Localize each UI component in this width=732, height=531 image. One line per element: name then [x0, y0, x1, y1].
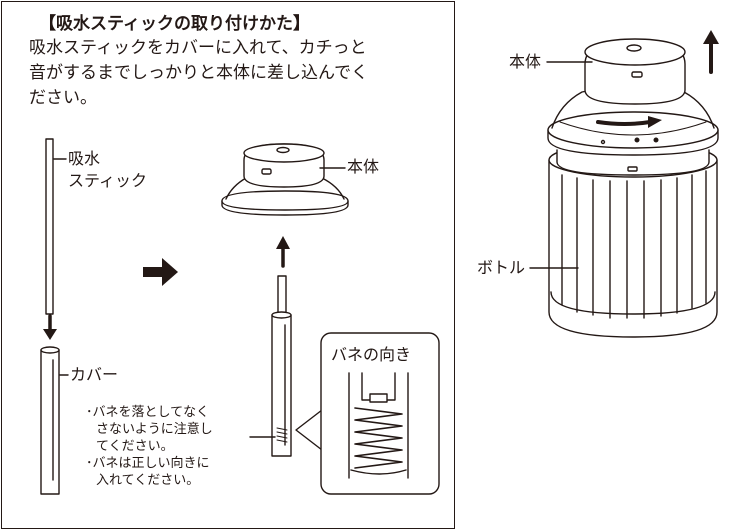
down-arrow-icon	[43, 314, 57, 340]
water-stick-illustration	[45, 138, 67, 315]
assembled-stick-illustration	[271, 275, 292, 457]
right-arrow-icon	[143, 258, 178, 286]
instruction-text: 吸水スティックをカバーに入れて、カチっと 音がするまでしっかりと本体に差し込んで…	[29, 36, 368, 111]
stick-label-line-2: スティック	[68, 171, 148, 190]
instruction-line-1: 吸水スティックをカバーに入れて、カチっと	[29, 38, 367, 58]
instruction-panel	[1, 1, 455, 529]
bottle-illustration	[529, 38, 719, 338]
spring-direction-inset	[320, 332, 440, 495]
body-label-right: 本体	[509, 52, 542, 71]
stick-label: 吸水 スティック	[68, 149, 147, 191]
instruction-title: 【吸水スティックの取り付けかた】	[39, 14, 310, 34]
stick-label-line-1: 吸水	[68, 149, 101, 168]
caution-notes: ･バネを落としてなく さないように注意し てください。 ･バネは正しい向きに 入…	[86, 404, 213, 489]
inset-pointer	[295, 409, 323, 451]
spring-icon	[354, 407, 403, 469]
up-arrow-icon	[276, 236, 290, 268]
cover-label: カバー	[70, 365, 119, 384]
spring-direction-label: バネの向き	[331, 345, 412, 364]
bottle-label: ボトル	[477, 258, 526, 277]
instruction-line-2: 音がするまでしっかりと本体に差し込んでく	[29, 63, 369, 83]
up-arrow-right-icon	[703, 30, 719, 74]
note2-line-2: 入れてください。	[96, 473, 200, 488]
body-cap-illustration	[221, 143, 349, 216]
note1-line-1: ･バネを落としてなく	[86, 405, 210, 420]
note1-line-3: てください。	[96, 439, 174, 454]
instruction-line-3: ださい。	[29, 88, 97, 108]
body-label-left: 本体	[347, 157, 380, 176]
cover-illustration	[40, 346, 69, 495]
note2-line-1: ･バネは正しい向きに	[86, 456, 210, 471]
note1-line-2: さないように注意し	[96, 422, 213, 437]
